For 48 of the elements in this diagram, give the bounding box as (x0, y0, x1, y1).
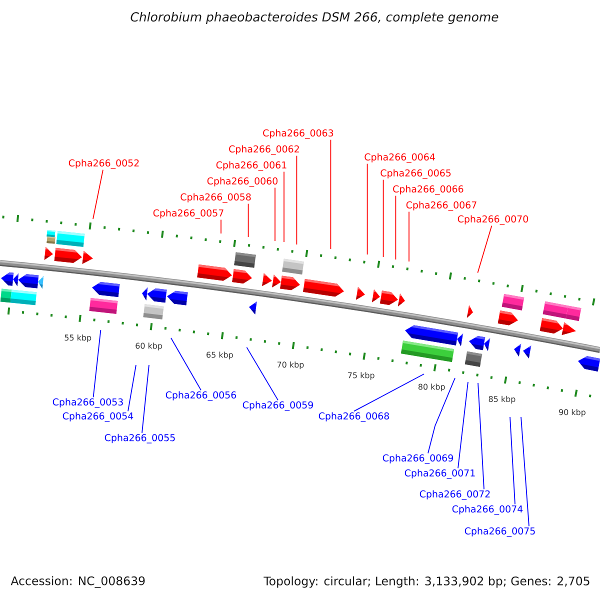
leader-line (458, 382, 468, 469)
gene-label: Cpha266_0071 (404, 469, 475, 479)
leader-line (395, 195, 396, 260)
leader-line (92, 330, 102, 398)
gene-label: Cpha266_0055 (104, 434, 175, 444)
gene-label: Cpha266_0052 (68, 159, 139, 169)
gene-label: Cpha266_0060 (207, 177, 278, 187)
title: Chlorobium phaeobacteroides DSM 266, complete genome (130, 12, 498, 24)
leader-line (510, 416, 516, 505)
leader-line (366, 163, 368, 255)
footer-text: Topology: circular; Length: 3,133,902 bp; Genes: 2,705 (264, 576, 590, 588)
gene-label: Cpha266_0067 (406, 201, 476, 211)
gene-label: Cpha266_0063 (263, 129, 334, 139)
gene-label: Cpha266_0074 (452, 505, 523, 515)
gene-label: Cpha266_0069 (382, 454, 453, 464)
leader-line (92, 169, 104, 220)
leader-line (248, 203, 249, 238)
gene-label: Cpha266_0058 (180, 193, 251, 203)
gene-label: Cpha266_0053 (52, 398, 123, 408)
leader-line (354, 374, 424, 412)
footer-text: Accession: NC_008639 (10, 576, 145, 588)
gene-label: Cpha266_0057 (153, 209, 224, 219)
leader-line (128, 364, 136, 412)
leader-line (296, 155, 298, 245)
gene-label: Cpha266_0065 (380, 169, 451, 179)
leader-line (428, 378, 456, 454)
leader-line (330, 139, 332, 250)
leader-line (220, 219, 222, 234)
leader-line (478, 382, 484, 490)
leader-line (274, 187, 276, 242)
gene-label: Cpha266_0059 (242, 401, 313, 411)
leader-line (520, 416, 530, 527)
gene-label: Cpha266_0066 (393, 185, 464, 195)
gene-label: Cpha266_0062 (229, 145, 299, 155)
gene-label: Cpha266_0075 (464, 527, 535, 537)
leader-line (477, 225, 492, 274)
leader-line (408, 211, 410, 262)
gene-label: Cpha266_0064 (364, 153, 435, 163)
gene-label: Cpha266_0070 (458, 215, 528, 225)
leader-line (382, 179, 384, 258)
leader-line (142, 364, 150, 434)
gene-label: Cpha266_0056 (166, 391, 236, 401)
gene-label: Cpha266_0068 (318, 412, 389, 422)
gene-label: Cpha266_0054 (62, 412, 134, 422)
leader-line (170, 338, 202, 391)
leader-line (246, 346, 278, 401)
gene-label: Cpha266_0072 (420, 490, 490, 500)
gene-label: Cpha266_0061 (216, 161, 286, 171)
